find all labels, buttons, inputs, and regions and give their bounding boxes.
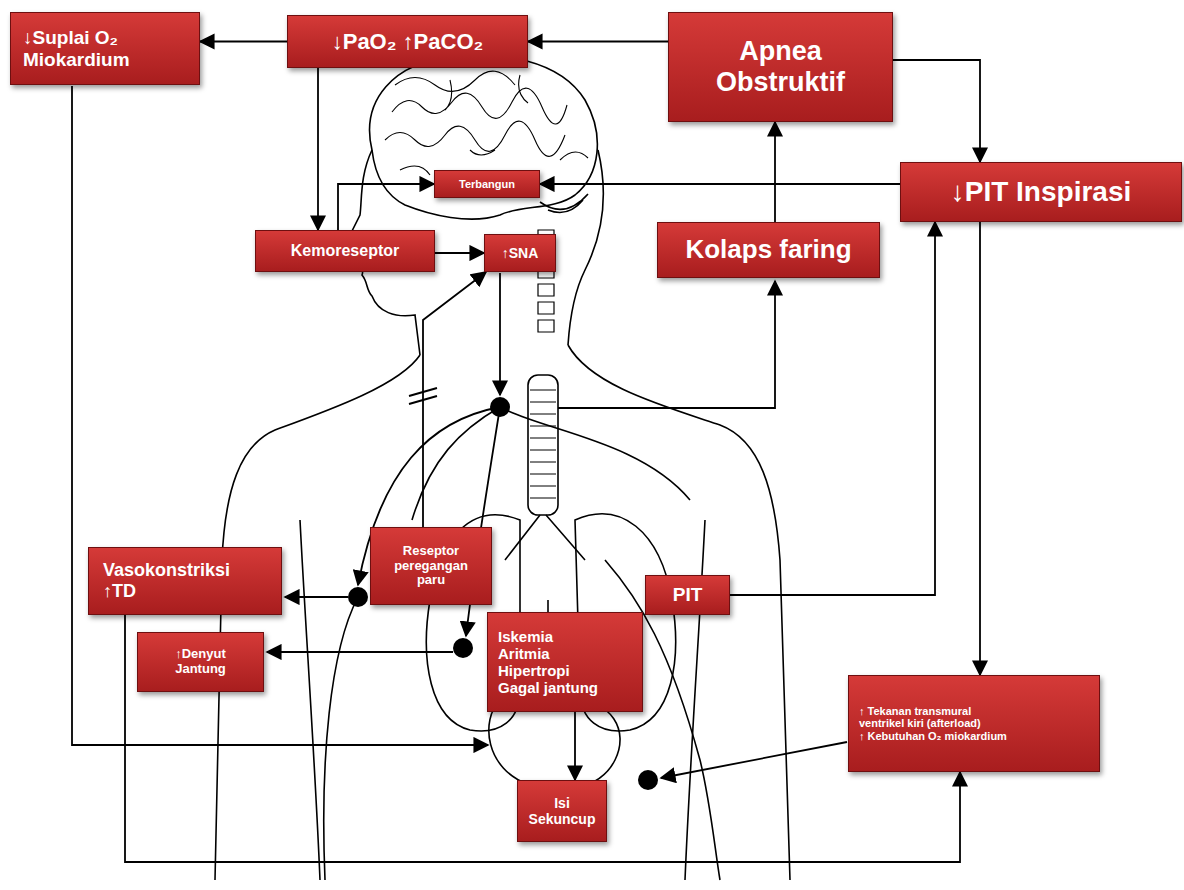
process-box: Isi Sekuncup [517,780,607,842]
process-box: ↑Denyut Jantung [137,632,264,692]
box-label: Vasokonstriksi ↑TD [103,560,251,601]
bronchi [505,515,585,560]
afterload-wire [661,742,847,778]
process-box: ↓Suplai O₂ Miokardium [10,12,200,85]
cerebellum [540,194,588,212]
process-box: PIT [645,575,730,615]
shoulders-left [215,355,420,880]
trachea [528,375,558,515]
flow-arrow [774,122,776,222]
process-box: Reseptor peregangan paru [370,527,492,605]
box-label: ↓Suplai O₂ Miokardium [23,27,187,71]
flow-arrow [979,222,981,675]
box-label: Iskemia Aritmia Hipertropi Gagal jantung [498,628,601,697]
flow-arrow [540,183,900,185]
flow-arrow [574,712,576,780]
box-label: ↑ Kebutuhan O₂ miokardium [859,730,1017,743]
flow-arrow [423,272,486,527]
box-label: PIT [652,584,723,606]
head-back [568,150,603,345]
process-box: Iskemia Aritmia Hipertropi Gagal jantung [487,612,643,712]
brain-outline [370,55,598,219]
trachea-rings [530,390,556,498]
junction-dot [348,587,368,607]
flow-arrow [893,60,980,162]
heart-rate-wire [267,651,453,653]
box-label: Kemoreseptor [264,242,426,260]
box-label: ↓PaO₂ ↑PaCO₂ [296,29,519,54]
box-label: ↑Denyut Jantung [150,647,251,677]
process-box: Kemoreseptor [255,230,435,272]
process-box: Apnea Obstruktif [668,12,893,122]
flow-arrow [338,184,434,230]
brain-gyri [385,71,588,175]
flow-arrow [435,252,484,254]
oxygen-supply-wire [72,86,488,745]
anatomy-outline [215,55,790,880]
process-box: Kolaps faring [657,222,880,278]
box-label: ↑ Tekanan transmural ventrikel kiri (aft… [859,705,1017,730]
process-box: ↓PIT Inspirasi [900,162,1182,222]
flow-arrow [125,615,960,862]
process-box: ↑SNA [484,234,556,272]
vasoconstriction-wire [285,596,348,598]
junction-dots [348,397,658,790]
process-box: ↑ Tekanan transmural ventrikel kiri (aft… [848,675,1100,772]
process-box: Vasokonstriksi ↑TD [88,547,282,615]
signal-wires [72,86,847,778]
flow-arrow [317,68,319,230]
box-label: Reseptor peregangan paru [379,544,483,589]
box-label: Apnea Obstruktif [683,36,878,98]
box-label: ↑SNA [489,245,551,261]
flow-arrow [528,41,668,43]
process-box: Terbangun [434,170,540,198]
pharynx-wire [558,281,775,408]
box-label: ↓PIT Inspirasi [909,176,1173,208]
box-label: Isi Sekuncup [526,795,598,827]
junction-dot [638,770,658,790]
box-label: Terbangun [439,178,535,191]
box-label: Kolaps faring [666,235,871,265]
blood-vessels [324,407,720,880]
junction-dot [453,638,473,658]
junction-dot [490,397,510,417]
flow-arrow [200,41,287,43]
sympathetic-wire [499,273,501,395]
process-box: ↓PaO₂ ↑PaCO₂ [287,15,528,68]
